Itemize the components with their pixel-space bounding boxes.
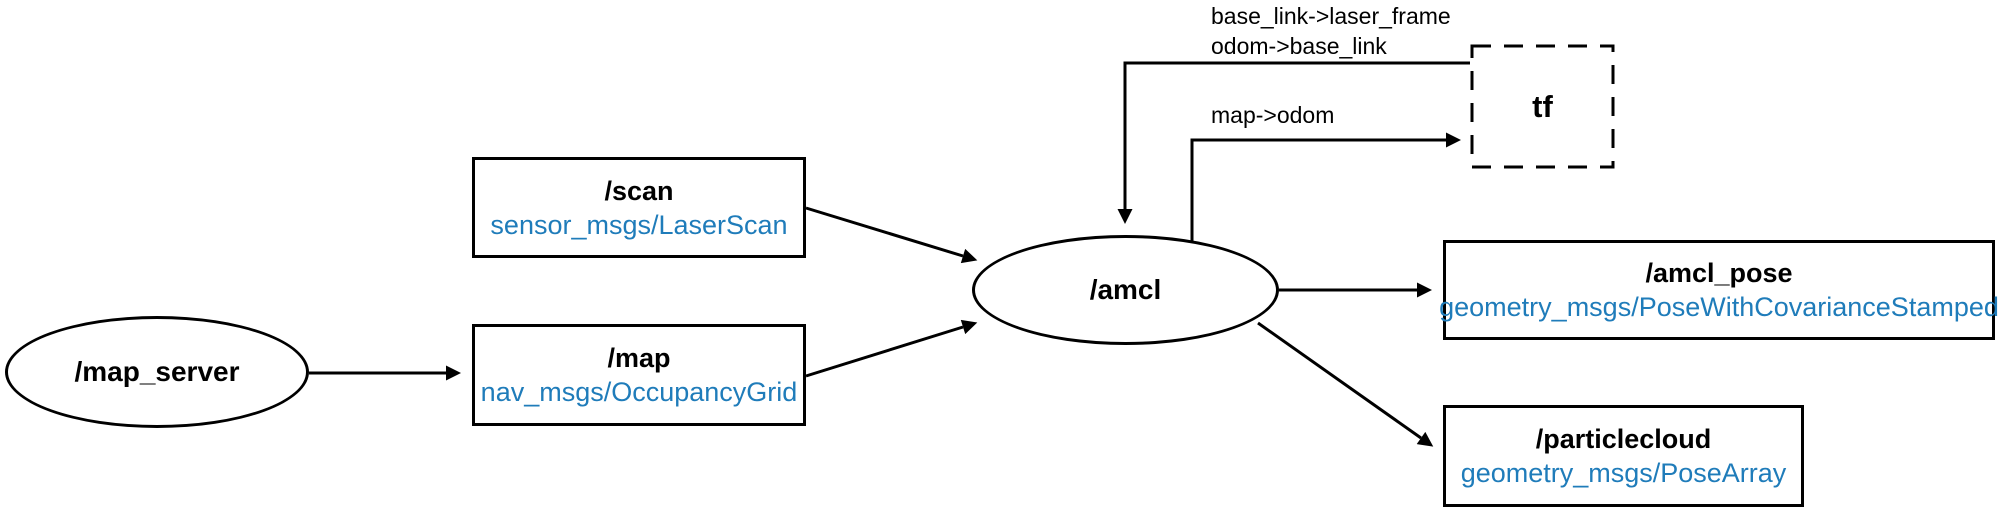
topic-amcl-pose: /amcl_pose geometry_msgs/PoseWithCovaria… bbox=[1439, 240, 1999, 340]
topic-scan-name: /scan bbox=[604, 175, 674, 206]
edge-label-tf-to-amcl-line2: odom->base_link bbox=[1211, 33, 1387, 59]
topic-particlecloud-name: /particlecloud bbox=[1535, 424, 1712, 454]
topic-scan-type: sensor_msgs/LaserScan bbox=[490, 209, 788, 240]
node-amcl-label: /amcl bbox=[1089, 274, 1162, 305]
node-map-server-label: /map_server bbox=[74, 356, 240, 387]
edge-amcl-to-tf bbox=[1190, 132, 1461, 247]
topic-map-type: nav_msgs/OccupancyGrid bbox=[480, 377, 798, 407]
node-map-server: /map_server bbox=[5, 316, 309, 428]
edge-label-amcl-to-tf: map->odom bbox=[1211, 102, 1335, 128]
topic-amcl-pose-name: /amcl_pose bbox=[1645, 258, 1793, 288]
node-amcl: /amcl bbox=[972, 235, 1279, 345]
topic-scan: /scan sensor_msgs/LaserScan bbox=[472, 157, 806, 258]
node-tf-label: tf bbox=[1532, 88, 1553, 124]
tf-node-border bbox=[1470, 44, 1615, 169]
topic-particlecloud-type: geometry_msgs/PoseArray bbox=[1460, 458, 1787, 488]
edge-amcl-to-particlecloud bbox=[1257, 321, 1434, 447]
node-tf: tf bbox=[1472, 46, 1613, 167]
edge-map-to-amcl bbox=[805, 319, 978, 378]
topic-particlecloud: /particlecloud geometry_msgs/PoseArray bbox=[1443, 405, 1804, 507]
edge-scan-to-amcl bbox=[805, 206, 978, 264]
topic-amcl-pose-type: geometry_msgs/PoseWithCovarianceStamped bbox=[1439, 292, 1999, 322]
edge-tf-to-amcl bbox=[1117, 61, 1470, 224]
topic-map: /map nav_msgs/OccupancyGrid bbox=[472, 324, 806, 426]
topic-map-name: /map bbox=[607, 343, 671, 373]
edge-label-tf-to-amcl-line1: base_link->laser_frame bbox=[1211, 3, 1451, 29]
